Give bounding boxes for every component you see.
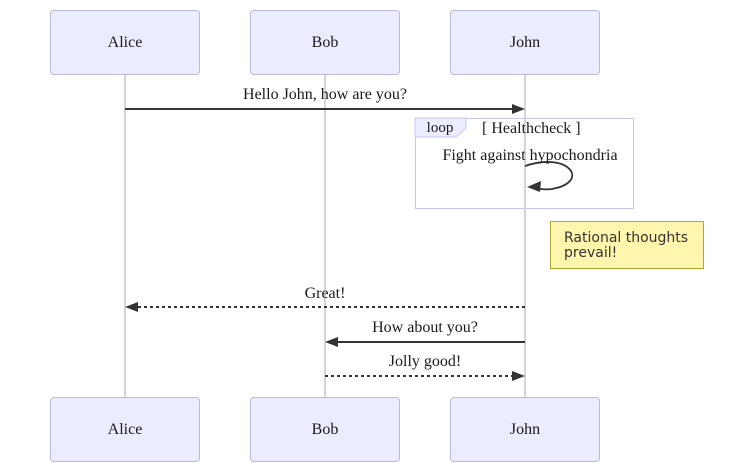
message-text-great: Great! — [304, 285, 346, 302]
note-text: Rational thoughts prevail! — [564, 230, 689, 261]
actor-label: John — [509, 420, 541, 438]
actor-label: Bob — [311, 420, 339, 438]
arrowhead-left-icon — [125, 302, 138, 312]
arrowhead-left-icon — [325, 337, 338, 347]
actor-box-alice-bottom: Alice — [50, 397, 200, 462]
note-box: Rational thoughts prevail! — [550, 221, 704, 269]
actor-box-bob-top: Bob — [250, 10, 400, 75]
actor-box-john-bottom: John — [450, 397, 600, 462]
actor-label: Bob — [311, 33, 339, 51]
arrowhead-right-icon — [512, 371, 525, 381]
actor-box-alice-top: Alice — [50, 10, 200, 75]
message-text-hello: Hello John, how are you? — [243, 86, 407, 103]
arrowhead-right-icon — [512, 104, 525, 114]
actor-label: Alice — [107, 33, 143, 51]
message-text-jolly-good: Jolly good! — [388, 353, 462, 370]
message-text-how-about-you: How about you? — [372, 319, 478, 336]
actor-box-bob-bottom: Bob — [250, 397, 400, 462]
actor-label: Alice — [107, 420, 143, 438]
message-text-self: Fight against hypochondria — [442, 147, 618, 164]
actor-box-john-top: John — [450, 10, 600, 75]
actor-label: John — [509, 33, 541, 51]
loop-condition: [ Healthcheck ] — [482, 120, 581, 137]
loop-label: loop — [426, 119, 454, 136]
